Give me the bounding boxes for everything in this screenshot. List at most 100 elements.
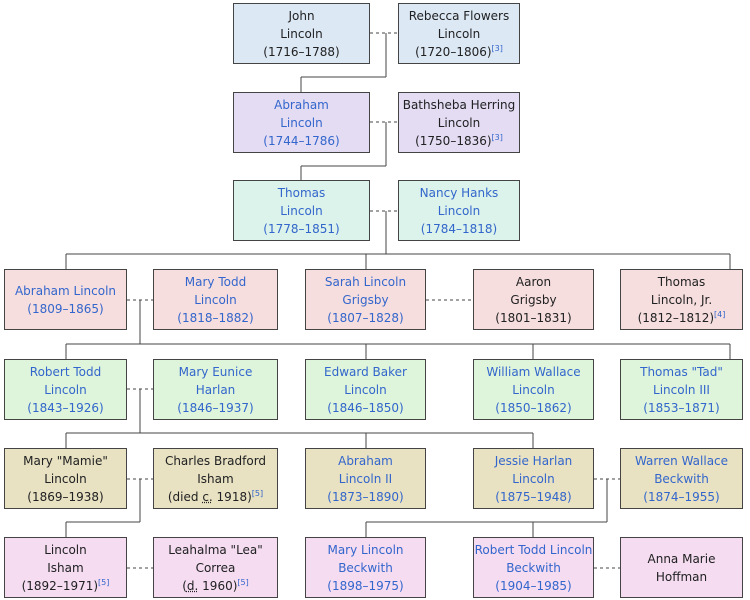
person-line: (1750–1836)[3] [415, 132, 503, 148]
person-line: (1812–1812)[4] [637, 309, 726, 325]
person-line[interactable]: (1744–1786) [263, 133, 340, 148]
person-line[interactable]: Sarah Lincoln [324, 274, 407, 289]
person-line[interactable]: Nancy Hanks [419, 185, 499, 200]
person-line[interactable]: Beckwith [506, 560, 561, 575]
person-line[interactable]: (1875–1948) [495, 489, 572, 504]
person-line[interactable]: (1874–1955) [643, 489, 720, 504]
person-line[interactable]: (1807–1828) [327, 310, 404, 325]
person-line[interactable]: Harlan [195, 382, 236, 397]
person-line[interactable]: (1850–1862) [495, 400, 572, 415]
person-line[interactable]: Warren Wallace [634, 453, 729, 468]
person-line: Lincoln [44, 471, 87, 486]
person-line[interactable]: (1904–1985) [495, 578, 572, 593]
person-line[interactable]: Lincoln [280, 203, 323, 218]
reference-link[interactable]: [5] [251, 488, 264, 498]
reference-link[interactable]: [3] [491, 43, 503, 53]
person-line[interactable]: Abraham Lincoln [14, 283, 117, 298]
person-line: (1716–1788) [263, 44, 340, 59]
person-line[interactable]: (1809–1865) [27, 301, 104, 316]
date-suffix: 1960) [198, 578, 238, 593]
person-line[interactable]: (1853–1871) [643, 400, 720, 415]
person-line: (1801–1831) [495, 310, 572, 325]
person-line[interactable]: Lincoln [512, 382, 555, 397]
person-line[interactable]: Edward Baker [324, 364, 407, 379]
person-line[interactable]: (1873–1890) [327, 489, 404, 504]
person-line[interactable]: Beckwith [654, 471, 709, 486]
person-line[interactable]: Mary Eunice [178, 364, 253, 379]
person-line: Lincoln [437, 115, 481, 130]
person-line: Lincoln [280, 26, 323, 41]
reference-link[interactable]: [5] [98, 577, 110, 587]
person-line[interactable]: Lincoln [437, 203, 481, 218]
person-abraham-lincoln-president[interactable]: Abraham Lincoln (1809–1865) [4, 269, 127, 330]
person-line[interactable]: (1778–1851) [263, 221, 340, 236]
person-line[interactable]: Lincoln [44, 382, 87, 397]
person-line[interactable]: Mary Lincoln [327, 542, 404, 557]
person-line[interactable]: Lincoln [280, 115, 323, 130]
person-line[interactable]: Abraham [274, 97, 329, 112]
person-line: Grigsby [510, 292, 557, 307]
person-line[interactable]: Lincoln II [338, 471, 393, 486]
person-line[interactable]: (1846–1937) [177, 400, 254, 415]
person-line[interactable]: Thomas "Tad" [640, 364, 723, 379]
person-line[interactable]: (1898–1975) [327, 578, 404, 593]
person-line: Isham [47, 560, 84, 575]
person-line[interactable]: Lincoln [344, 382, 387, 397]
person-line[interactable]: Lincoln III [653, 382, 710, 397]
person-line[interactable]: Grigsby [342, 292, 389, 307]
reference-link[interactable]: [3] [491, 132, 503, 142]
person-thomas-tad-lincoln[interactable]: Thomas "Tad" Lincoln III (1853–1871) [620, 359, 743, 420]
person-line: Thomas [657, 274, 706, 289]
person-line[interactable]: Lincoln [512, 471, 555, 486]
person-line: Lincoln [437, 26, 481, 41]
person-line: (1720–1806)[3] [415, 43, 503, 59]
person-line: Leahalma "Lea" [168, 542, 263, 557]
person-line: Lincoln [44, 542, 87, 557]
person-line[interactable]: Robert Todd Lincoln [474, 542, 593, 557]
date-abbreviation: d. [186, 578, 199, 593]
person-line[interactable]: Mary Todd [184, 274, 247, 289]
person-line[interactable]: Lincoln [194, 292, 237, 307]
person-line: Aaron [515, 274, 552, 289]
person-line: Lincoln, Jr. [650, 292, 713, 307]
person-line: Hoffman [655, 569, 708, 584]
person-line[interactable]: Beckwith [338, 560, 393, 575]
person-line[interactable]: Jessie Harlan [494, 453, 573, 468]
person-line[interactable]: (1818–1882) [177, 310, 254, 325]
person-line[interactable]: (1846–1850) [327, 400, 404, 415]
person-line[interactable]: Abraham [338, 453, 393, 468]
date-abbreviation: c. [202, 489, 213, 504]
person-line: (1869–1938) [27, 489, 104, 504]
date-prefix: ( [182, 578, 187, 593]
person-line[interactable]: Thomas [277, 185, 326, 200]
date-prefix: (died [167, 489, 203, 504]
person-line[interactable]: Robert Todd [29, 364, 102, 379]
person-line[interactable]: William Wallace [486, 364, 581, 379]
reference-link[interactable]: [5] [237, 577, 249, 587]
reference-link[interactable]: [4] [714, 309, 726, 319]
person-line[interactable]: (1784–1818) [420, 221, 498, 236]
person-line[interactable]: (1843–1926) [27, 400, 104, 415]
person-leahalma-lea-correa: Leahalma "Lea"Correa(d. 1960)[5] [153, 537, 278, 598]
